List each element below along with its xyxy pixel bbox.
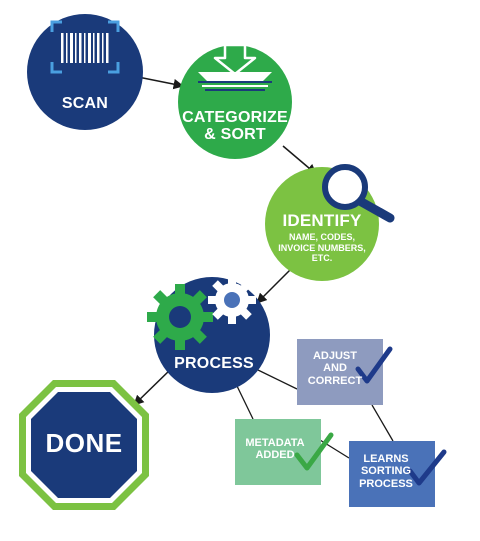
identify-detail-1: NAME, CODES, bbox=[288, 232, 355, 243]
scan-circle bbox=[27, 14, 143, 130]
adjust-line3: CORRECT bbox=[307, 374, 363, 387]
checkmark-icon bbox=[294, 432, 334, 471]
learns-line1: LEARNS bbox=[363, 453, 409, 465]
barcode-icon bbox=[50, 20, 120, 74]
metadata-label: METADATA ADDED bbox=[240, 437, 310, 462]
identify-title: IDENTIFY bbox=[282, 211, 362, 230]
categorize-line1: CATEGORIZE bbox=[182, 109, 288, 126]
arrow-scan-to-categorize bbox=[137, 76, 185, 90]
identify-detail-3: ETC. bbox=[311, 253, 333, 264]
connector-process-to-metadata bbox=[236, 385, 254, 420]
process-label: PROCESS bbox=[174, 355, 254, 372]
gears-icon bbox=[147, 276, 256, 350]
categorize-line2: & SORT bbox=[204, 126, 266, 144]
metadata-line1: METADATA bbox=[245, 437, 305, 449]
connector-process-to-adjust bbox=[257, 369, 298, 390]
learns-line2: SORTING bbox=[360, 465, 412, 478]
scan-label: SCAN bbox=[61, 95, 109, 112]
magnifier-icon bbox=[322, 164, 395, 223]
done-label: DONE bbox=[45, 428, 123, 458]
categorize-label: CATEGORIZE & SORT bbox=[180, 109, 290, 144]
tray-download-icon bbox=[198, 43, 272, 91]
learns-box bbox=[349, 441, 435, 507]
done-octagon bbox=[31, 392, 137, 498]
adjust-line2: AND bbox=[323, 362, 347, 375]
identify-label: IDENTIFY NAME, CODES, INVOICE NUMBERS, E… bbox=[272, 211, 372, 264]
metadata-line2: ADDED bbox=[255, 449, 295, 462]
metadata-box bbox=[235, 419, 321, 485]
learns-label: LEARNS SORTING PROCESS bbox=[352, 453, 420, 490]
identify-detail-2: INVOICE NUMBERS, bbox=[278, 242, 366, 253]
adjust-label: ADJUST AND CORRECT bbox=[306, 350, 364, 387]
checkmark-icon bbox=[407, 449, 447, 486]
learns-line3: PROCESS bbox=[359, 477, 413, 490]
checkmark-icon bbox=[355, 346, 393, 384]
connector-adjust-to-learns bbox=[371, 404, 394, 442]
arrow-process-to-done bbox=[133, 367, 173, 406]
adjust-line1: ADJUST bbox=[312, 350, 357, 362]
arrow-identify-to-process bbox=[256, 267, 293, 304]
adjust-box bbox=[297, 339, 383, 405]
